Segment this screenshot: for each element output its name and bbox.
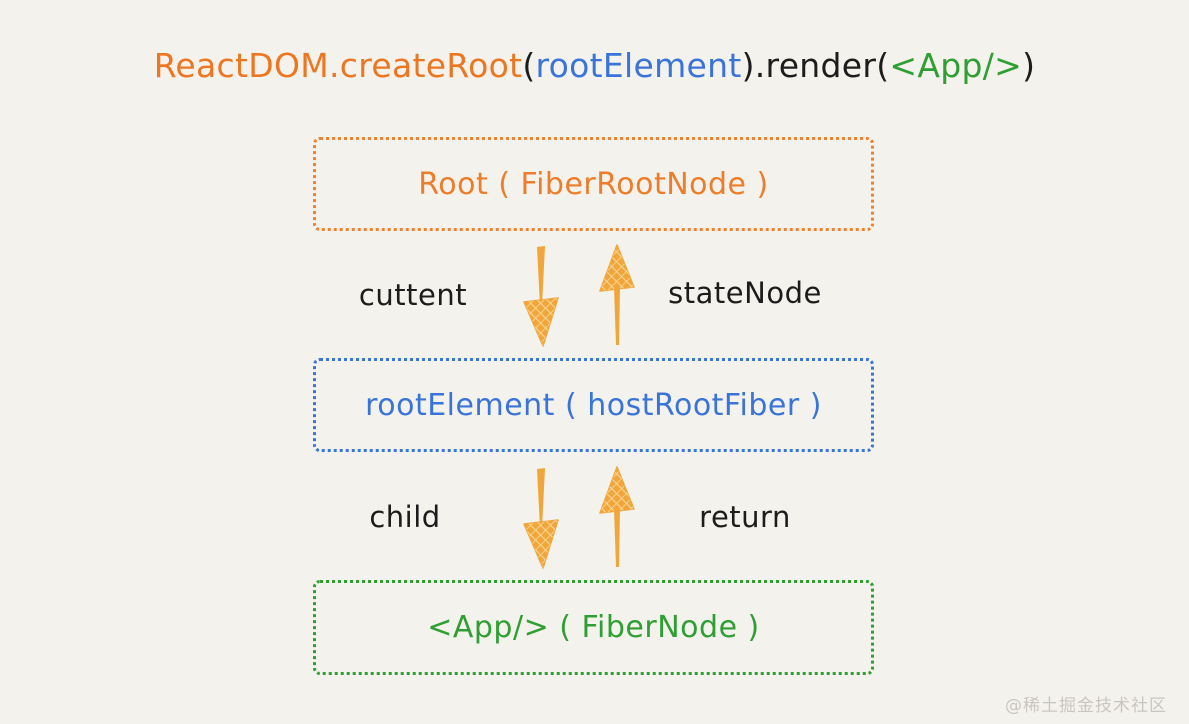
title-segment-paren-open: ( xyxy=(522,46,536,85)
title-segment-root-element: rootElement xyxy=(535,46,742,85)
title-segment-app-jsx: <App/> xyxy=(889,46,1023,85)
title-segment-render: ).render( xyxy=(741,46,890,85)
title-segment-paren-close: ) xyxy=(1022,46,1036,85)
node-host-root-fiber: rootElement ( hostRootFiber ) xyxy=(313,358,874,452)
edge-label-child: child xyxy=(369,500,441,534)
node-fiber-node: <App/> ( FiberNode ) xyxy=(313,580,874,675)
node-fiber-root-node: Root ( FiberRootNode ) xyxy=(313,137,874,231)
arrow-down-icon xyxy=(523,246,559,347)
arrow-up-icon xyxy=(599,466,635,567)
edge-label-return: return xyxy=(699,500,791,534)
title-segment-create-root: ReactDOM.createRoot xyxy=(153,46,523,85)
edge-label-state-node: stateNode xyxy=(668,276,822,310)
edge-label-current: cuttent xyxy=(358,278,468,312)
title-code-line: ReactDOM.createRoot(rootElement).render(… xyxy=(0,46,1189,85)
arrow-up-icon xyxy=(599,244,635,345)
node-label: rootElement ( hostRootFiber ) xyxy=(365,387,822,423)
watermark: @稀土掘金技术社区 xyxy=(1005,696,1167,716)
node-label: Root ( FiberRootNode ) xyxy=(418,166,769,202)
arrow-down-icon xyxy=(523,468,559,569)
node-label: <App/> ( FiberNode ) xyxy=(427,610,760,645)
